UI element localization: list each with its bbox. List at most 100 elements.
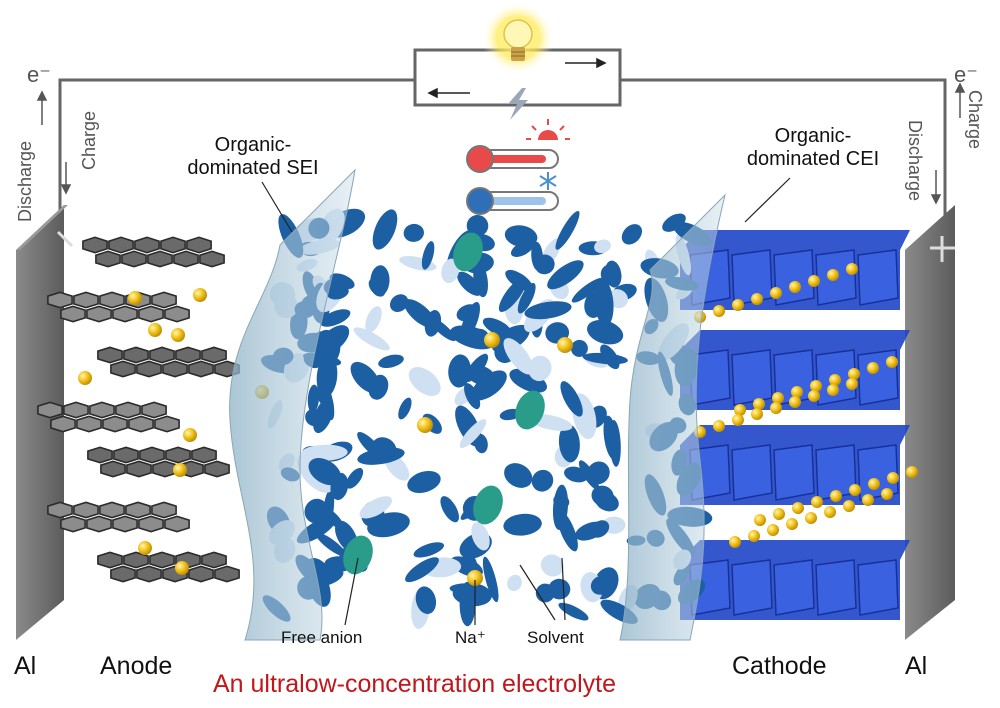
caption: An ultralow-concentration electrolyte	[213, 670, 616, 698]
sodium-ion	[824, 506, 836, 518]
solvent-molecule	[300, 444, 348, 461]
sodium-ion	[881, 488, 893, 500]
sodium-ion	[808, 275, 820, 287]
graphene-sheet	[87, 446, 230, 478]
solvent-molecule	[591, 485, 614, 507]
layered-cathode	[680, 230, 918, 620]
solvent-molecule	[531, 469, 554, 492]
sodium-ion	[770, 402, 782, 414]
solvent-molecule	[503, 338, 534, 375]
sodium-ion	[827, 269, 839, 281]
solvent-molecule	[558, 424, 580, 463]
solvent-molecule	[587, 461, 610, 485]
solvent-molecule	[307, 384, 320, 413]
solvent-molecule	[482, 556, 499, 603]
solvent-molecule	[353, 327, 390, 351]
graphite-anode	[37, 236, 269, 583]
graphene-sheet	[82, 236, 225, 268]
solvent-molecule	[308, 458, 342, 486]
sodium-ion	[829, 374, 841, 386]
sodium-ion	[734, 404, 746, 416]
solvent-molecule	[421, 241, 435, 270]
sodium-ion	[810, 380, 822, 392]
sodium-ion	[467, 570, 483, 586]
leader-lines	[261, 177, 791, 626]
graphene-sheet	[47, 291, 190, 323]
lightning-icon	[508, 88, 528, 120]
solvent-molecule	[604, 260, 622, 288]
solvent-molecule	[449, 583, 487, 595]
solvent-molecule	[524, 301, 572, 320]
sodium-ion	[729, 536, 741, 548]
solvent-molecule	[313, 397, 334, 434]
solvent-molecule	[482, 317, 512, 337]
solvent-molecule	[564, 466, 589, 483]
sodium-ion	[484, 332, 500, 348]
cathode-label: Cathode	[732, 652, 827, 680]
sodium-ion	[754, 514, 766, 526]
sodium-ion	[417, 417, 433, 433]
sodium-ion	[792, 502, 804, 514]
cold-thermometer-icon	[466, 172, 559, 215]
solvent-molecule	[504, 225, 538, 248]
sodium-ion	[805, 512, 817, 524]
cathode-layer	[680, 425, 910, 505]
sei-label-line2: dominated SEI	[187, 157, 319, 179]
cei-label-line2: dominated CEI	[746, 148, 880, 170]
sodium-ion	[862, 494, 874, 506]
solvent-molecule	[398, 397, 412, 420]
solvent-molecule	[473, 261, 488, 298]
sodium-ion	[767, 524, 779, 536]
cathode-current-collector	[905, 205, 955, 640]
cei-label: Organic- dominated CEI	[738, 125, 888, 171]
sodium-ion	[773, 508, 785, 520]
sodium-ion	[811, 496, 823, 508]
graphene-sheet	[97, 551, 240, 583]
solvent-molecule	[466, 214, 489, 237]
sodium-ion	[846, 378, 858, 390]
solvent-molecule	[587, 320, 624, 345]
sei-label: Organic- dominated SEI	[178, 134, 328, 180]
free-anion	[515, 390, 545, 430]
graphene-sheet	[47, 501, 190, 533]
sodium-ion	[770, 287, 782, 299]
discharge-left-label: Discharge	[15, 140, 35, 222]
solvent-molecule	[323, 508, 344, 530]
sodium-ion	[808, 390, 820, 402]
solvent-molecule	[471, 370, 507, 401]
sodium-ion	[886, 356, 898, 368]
sodium-ion	[78, 371, 92, 385]
solvent-molecule	[507, 574, 522, 592]
free-anion	[473, 485, 503, 525]
hot-thermometer-icon	[466, 119, 570, 173]
electron-right-label: e⁻	[954, 62, 978, 87]
sodium-ion	[789, 281, 801, 293]
sodium-ion	[791, 386, 803, 398]
sodium-ion	[751, 408, 763, 420]
solvent-molecule	[440, 496, 459, 523]
cathode-layer	[680, 230, 910, 310]
sodium-ion	[906, 466, 918, 478]
cathode-layer	[680, 330, 910, 410]
sodium-ion	[786, 518, 798, 530]
solvent-molecule	[467, 365, 495, 386]
circuit-arrows	[427, 57, 607, 99]
sodium-ion	[732, 299, 744, 311]
al-left-label: Al	[14, 652, 37, 680]
sodium-ion	[846, 263, 858, 275]
sodium-ion	[183, 428, 197, 442]
solvent-molecule	[534, 254, 555, 275]
sodium-ion	[753, 398, 765, 410]
sodium-ion	[748, 530, 760, 542]
solvent-molecule	[509, 368, 547, 393]
sodium-ion	[173, 463, 187, 477]
solvent-molecule	[557, 510, 578, 552]
solvent-molecule	[424, 310, 442, 337]
solvent-molecule	[319, 309, 351, 327]
sodium-ion	[193, 288, 207, 302]
anode-current-collector	[16, 205, 74, 640]
solvent-molecule	[413, 542, 445, 558]
graphene-sheet	[97, 346, 240, 378]
sodium-ion	[867, 362, 879, 374]
